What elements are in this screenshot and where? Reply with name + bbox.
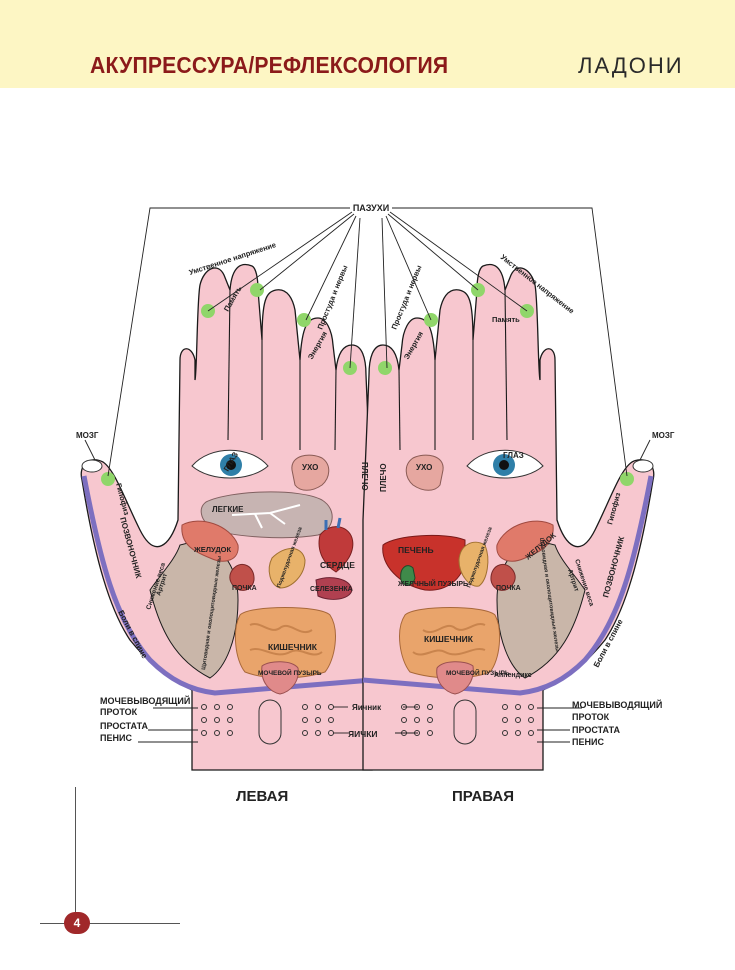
label-kidney-right: ПОЧКА [496,585,521,592]
label-cold-nerves-left: Простуда и нервы [316,264,350,331]
label-shoulder-right: ПЛЕЧО [379,463,388,492]
label-penis-left: ПЕНИС [100,733,132,743]
label-appendix: Аппендикс [494,672,532,679]
label-urethra-left-1: МОЧЕВЫВОДЯЩИЙ [100,695,190,706]
label-kidney-left: ПОЧКА [232,585,257,592]
label-intestine-right: КИШЕЧНИК [424,634,474,644]
label-urethra-right-1: МОЧЕВЫВОДЯЩИЙ [572,699,662,710]
label-intestine-left: КИШЕЧНИК [268,642,318,652]
page-line-horizontal [40,923,180,924]
label-penis-right: ПЕНИС [572,737,604,747]
page-line-vertical [75,787,76,917]
label-spleen: СЕЛЕЗЕНКА [310,586,353,593]
label-urethra-left-2: ПРОТОК [100,707,138,717]
left-point-middle [250,283,264,297]
label-ovary: Яичник [352,703,382,712]
label-prostate-right: ПРОСТАТА [572,725,621,735]
label-ear-right: УХО [416,463,432,472]
label-urethra-right-2: ПРОТОК [572,712,610,722]
left-brain-icon [82,460,102,472]
label-testicles: ЯИЧКИ [348,729,378,739]
label-gallbladder: ЖЕЛЧНЫЙ ПУЗЫРЬ [397,579,468,588]
label-brain-right: МОЗГ [652,431,675,440]
left-point-ring [297,313,311,327]
label-bladder-left: МОЧЕВОЙ ПУЗЫРЬ [258,668,322,677]
label-prostate-left: ПРОСТАТА [100,721,149,731]
right-brain-icon [633,460,653,472]
label-heart: СЕРДЦЕ [320,560,355,570]
label-sinuses: ПАЗУХИ [353,203,389,213]
label-memory-right: Память [492,315,520,324]
caption-right-hand: ПРАВАЯ [452,788,514,805]
label-mental-strain-left: Умственное напряжение [188,240,277,277]
label-lungs: ЛЕГКИЕ [212,505,244,514]
page-number-badge: 4 [64,912,90,934]
label-stomach-left: ЖЕЛУДОК [193,545,232,554]
label-shoulder-left: ПЛЕЧО [360,462,369,491]
label-eye-right: ГЛАЗ [503,451,524,460]
label-brain-left: МОЗГ [76,431,99,440]
caption-left-hand: ЛЕВАЯ [236,788,288,805]
right-point-little [378,361,392,375]
label-liver: ПЕЧЕНЬ [398,545,434,555]
label-ear-left: УХО [302,463,318,472]
